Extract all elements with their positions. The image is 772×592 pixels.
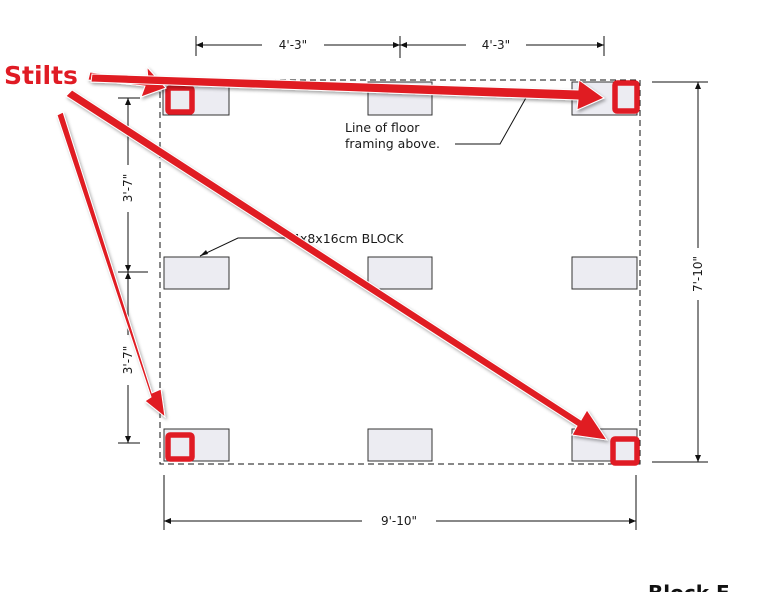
block-bottom-middle: [367, 428, 433, 462]
stilt-top-right: [612, 80, 640, 114]
bottom-dimension: [163, 475, 637, 530]
dim-top-right: 4'-3": [482, 38, 510, 52]
top-dimensions: [195, 36, 605, 58]
floor-framing-leader: [455, 95, 528, 145]
note-block-label: 4x8x16cm BLOCK: [292, 231, 404, 246]
stilt-bottom-right: [610, 436, 640, 466]
dim-top-left: 4'-3": [279, 38, 307, 52]
callout-arrows: [56, 65, 609, 441]
arrow-to-bottom-right-stilt: [65, 89, 609, 441]
block-leader: [199, 237, 292, 257]
note-floor-framing-line1: Line of floor: [345, 120, 420, 135]
dim-left-lower: 3'-7": [121, 346, 135, 374]
arrow-to-top-right-stilt: [90, 73, 605, 111]
dim-left-upper: 3'-7": [121, 174, 135, 202]
stilts-callout-label: Stilts: [4, 61, 78, 90]
block-mid-middle: [367, 256, 433, 290]
dim-bottom-total: 9'-10": [381, 514, 417, 528]
stilt-markers: [165, 80, 640, 466]
arrow-to-bottom-left-stilt: [56, 111, 166, 419]
block-mid-left: [163, 256, 230, 290]
footer-partial-text: Block F: [648, 581, 730, 592]
right-dimension: [652, 81, 708, 463]
note-floor-framing-line2: framing above.: [345, 136, 440, 151]
floor-framing-outline: [159, 79, 641, 465]
dim-right-total: 7'-10": [691, 256, 705, 292]
left-dimensions: [118, 97, 148, 444]
block-leader-arrowhead: [200, 250, 208, 256]
block-mid-right: [571, 256, 638, 290]
stilt-bottom-left: [165, 432, 195, 462]
stilt-top-left: [165, 85, 195, 115]
